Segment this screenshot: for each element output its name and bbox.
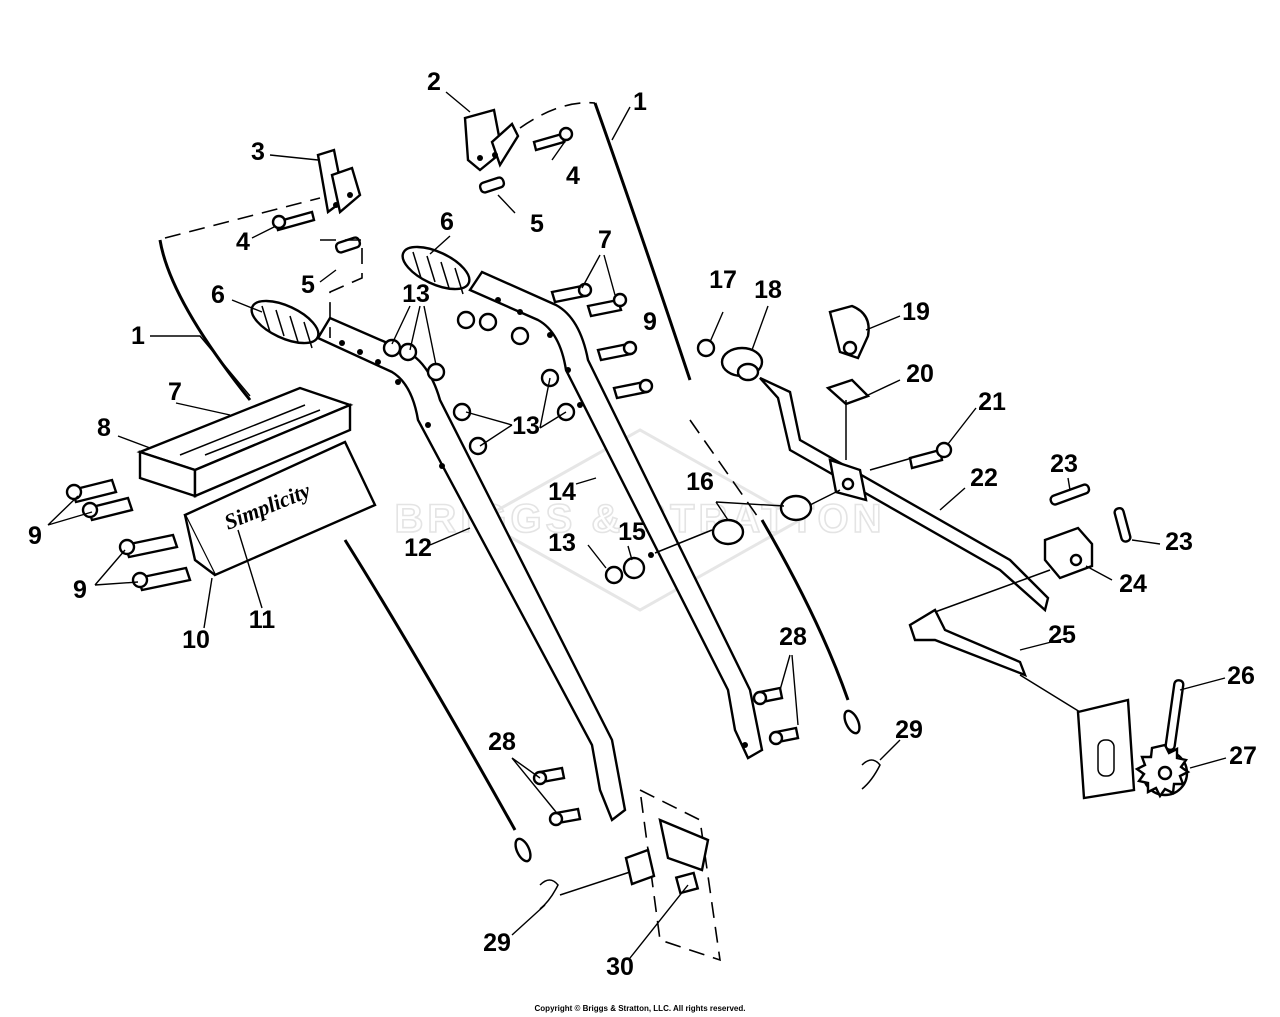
callout-25: 25 bbox=[1048, 621, 1076, 649]
pivot-plate[interactable] bbox=[828, 458, 868, 502]
cable-left[interactable] bbox=[158, 197, 534, 863]
callout-13-top: 13 bbox=[402, 280, 430, 308]
callout-28-left: 28 bbox=[488, 728, 516, 756]
callout-4-top: 4 bbox=[566, 162, 580, 190]
callout-15: 15 bbox=[618, 518, 646, 546]
gear-27[interactable] bbox=[1134, 743, 1191, 799]
callout-5-top: 5 bbox=[530, 210, 544, 238]
callout-13-middle: 13 bbox=[512, 412, 540, 440]
copyright-notice: Copyright © Briggs & Stratton, LLC. All … bbox=[534, 1004, 746, 1013]
callout-21: 21 bbox=[978, 388, 1006, 416]
pin-26[interactable] bbox=[1164, 679, 1185, 752]
callout-11: 11 bbox=[249, 606, 276, 634]
spacers-16[interactable] bbox=[711, 494, 813, 546]
lever-2[interactable] bbox=[463, 108, 520, 172]
pins-23[interactable] bbox=[1049, 483, 1132, 543]
callout-18: 18 bbox=[754, 276, 782, 304]
right-handle-tube[interactable] bbox=[468, 270, 764, 760]
callout-20: 20 bbox=[906, 360, 934, 388]
screws-4[interactable] bbox=[271, 126, 574, 232]
callout-1-left: 1 bbox=[131, 322, 145, 350]
callout-17: 17 bbox=[709, 266, 737, 294]
leader-lines bbox=[47, 91, 1227, 959]
left-handle-tube[interactable] bbox=[316, 316, 654, 822]
handle-grip-left[interactable] bbox=[246, 292, 325, 351]
callout-9-lower: 9 bbox=[73, 576, 87, 604]
callout-22: 22 bbox=[970, 464, 998, 492]
control-panel-lower[interactable]: Simplicity bbox=[183, 440, 377, 577]
callout-labels: 1 1 2 3 4 4 5 5 6 6 7 7 8 9 9 9 10 11 12… bbox=[28, 68, 1257, 981]
bolts-28[interactable] bbox=[532, 686, 800, 827]
callout-19: 19 bbox=[902, 298, 930, 326]
callout-26: 26 bbox=[1227, 662, 1255, 690]
callout-13-lower: 13 bbox=[548, 529, 576, 557]
nuts-13[interactable] bbox=[382, 310, 624, 585]
control-panel-upper[interactable] bbox=[136, 386, 354, 498]
callout-30: 30 bbox=[606, 953, 634, 981]
callout-9-right: 9 bbox=[643, 308, 657, 336]
callout-29-right: 29 bbox=[895, 716, 923, 744]
callout-28-right: 28 bbox=[779, 623, 807, 651]
callout-16: 16 bbox=[686, 468, 714, 496]
knob-18[interactable] bbox=[720, 346, 764, 382]
clamp-19[interactable] bbox=[828, 304, 870, 360]
callout-7-left: 7 bbox=[168, 378, 182, 406]
callout-8: 8 bbox=[97, 414, 111, 442]
callout-14: 14 bbox=[548, 478, 576, 506]
pins-5[interactable] bbox=[334, 176, 506, 254]
spring-clips-29[interactable] bbox=[539, 759, 881, 910]
assembly-lines bbox=[559, 400, 1081, 896]
callout-6-right: 6 bbox=[440, 208, 454, 236]
bolts-7[interactable] bbox=[550, 282, 628, 318]
clip-20[interactable] bbox=[825, 378, 871, 406]
callout-10: 10 bbox=[182, 626, 210, 654]
callout-23-right: 23 bbox=[1165, 528, 1193, 556]
callout-12: 12 bbox=[404, 534, 432, 562]
bracket-plate[interactable] bbox=[1076, 698, 1136, 800]
callout-4-left: 4 bbox=[236, 228, 250, 256]
callout-3: 3 bbox=[251, 138, 265, 166]
callout-9-upper: 9 bbox=[28, 522, 42, 550]
lever-3[interactable] bbox=[316, 148, 362, 215]
bolts-9[interactable] bbox=[65, 340, 654, 592]
callout-24: 24 bbox=[1119, 570, 1147, 598]
callout-1-top: 1 bbox=[633, 88, 647, 116]
callout-2: 2 bbox=[427, 68, 441, 96]
rod-25[interactable] bbox=[908, 608, 1028, 678]
callout-29-left: 29 bbox=[483, 929, 511, 957]
washer-15[interactable] bbox=[622, 556, 646, 580]
screw-21[interactable] bbox=[908, 441, 953, 470]
mount-bracket[interactable] bbox=[624, 788, 721, 962]
callout-6-left: 6 bbox=[211, 281, 225, 309]
handle-grip-right[interactable] bbox=[397, 238, 476, 297]
callout-23-top: 23 bbox=[1050, 450, 1078, 478]
callout-27: 27 bbox=[1229, 742, 1257, 770]
nut-17[interactable] bbox=[696, 338, 716, 358]
callout-7-top: 7 bbox=[598, 226, 612, 254]
shift-rod-22[interactable] bbox=[759, 376, 1050, 613]
callout-5-left: 5 bbox=[301, 271, 315, 299]
block-24[interactable] bbox=[1043, 526, 1094, 580]
